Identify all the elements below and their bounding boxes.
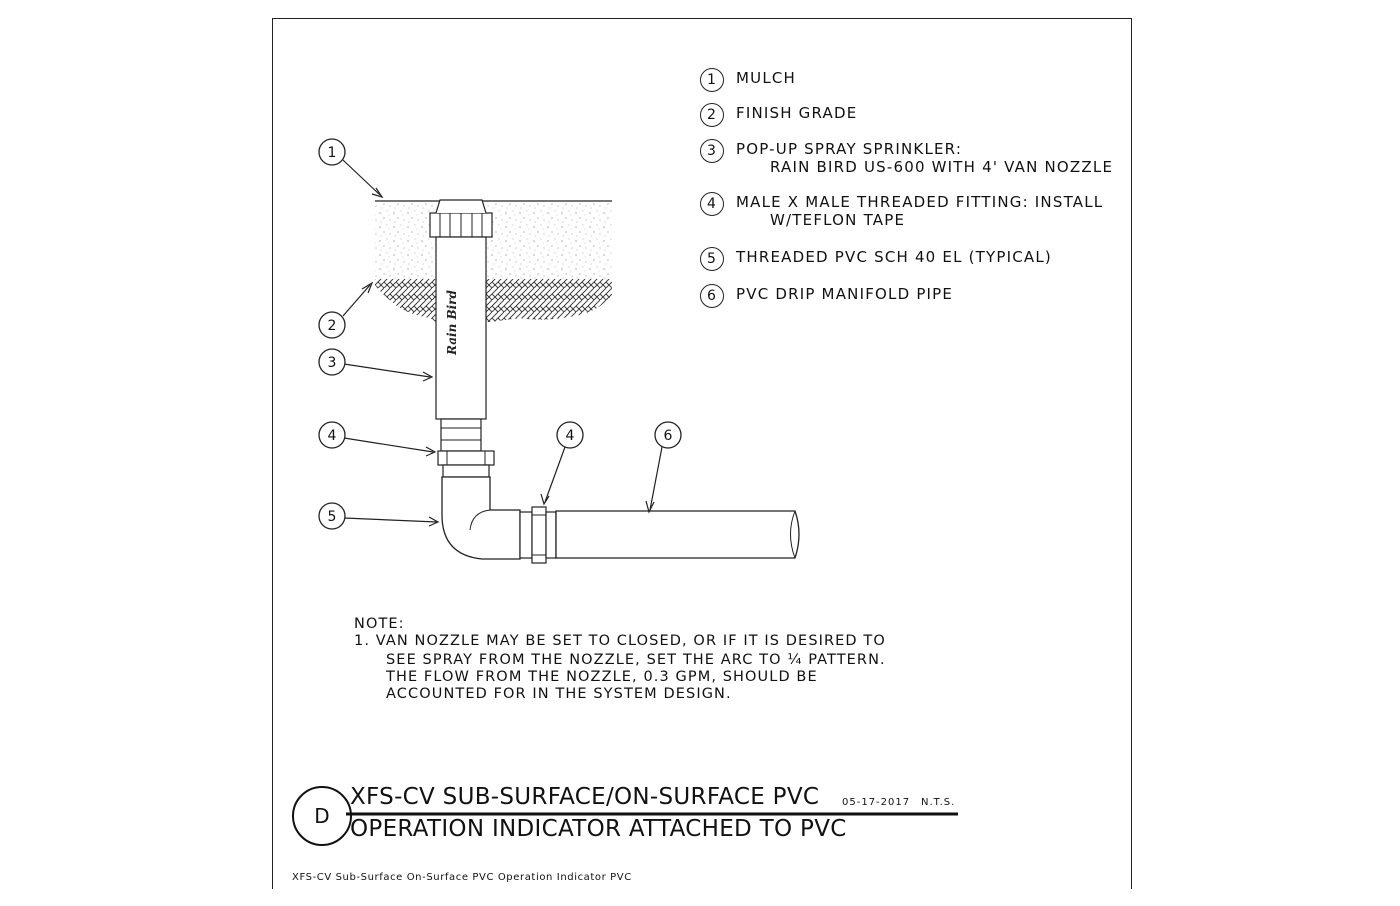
legend-text-continued: RAIN BIRD US-600 WITH 4' VAN NOZZLE (770, 158, 1114, 176)
callout-label-3: 3 (328, 355, 337, 371)
legend-item-6: 6 PVC DRIP MANIFOLD PIPE (700, 284, 952, 356)
title-scale: N.T.S. (921, 797, 956, 808)
note-line-1: 1. VAN NOZZLE MAY BE SET TO CLOSED, OR I… (354, 633, 886, 649)
callout-circle-4b (556, 421, 584, 449)
note-line-2: SEE SPRAY FROM THE NOZZLE, SET THE ARC T… (386, 652, 886, 668)
legend-text: MULCH (736, 69, 797, 87)
detail-letter-circle: D (292, 786, 352, 846)
legend-text: FINISH GRADE (736, 104, 858, 122)
callout-circle-6 (654, 421, 682, 449)
legend-number: 6 (700, 284, 724, 308)
callout-label-2: 2 (328, 318, 337, 334)
pop-up-sprinkler (429, 199, 493, 452)
callout-label-6: 6 (664, 428, 673, 444)
legend-item-3: 3 POP-UP SPRAY SPRINKLER: RAIN BIRD US-6… (700, 139, 1112, 229)
callout-label-5: 5 (328, 509, 337, 525)
note-line-3: THE FLOW FROM THE NOZZLE, 0.3 GPM, SHOUL… (386, 669, 818, 685)
title-date: 05-17-2017 (842, 797, 911, 808)
legend-item-4: 4 MALE X MALE THREADED FITTING: INSTALL … (700, 192, 1102, 282)
legend-text: POP-UP SPRAY SPRINKLER: (736, 140, 963, 158)
legend-number: 5 (700, 247, 724, 271)
legend-item-2: 2 FINISH GRADE (700, 103, 856, 175)
leader-lines (342, 159, 663, 527)
legend-number: 4 (700, 192, 724, 216)
callout-circle-1 (318, 138, 346, 166)
callout-circle-2 (318, 311, 346, 339)
horizontal-threaded-fitting (531, 506, 557, 564)
legend-item-5: 5 THREADED PVC SCH 40 EL (TYPICAL) (700, 247, 1051, 319)
legend-text: PVC DRIP MANIFOLD PIPE (736, 285, 954, 303)
callout-label-1: 1 (328, 145, 337, 161)
legend-text-continued: W/TEFLON TAPE (770, 211, 906, 229)
drawing-sheet-border (272, 18, 1132, 889)
note-line-4: ACCOUNTED FOR IN THE SYSTEM DESIGN. (386, 686, 732, 702)
legend-text: MALE X MALE THREADED FITTING: INSTALL (736, 193, 1104, 211)
footer-caption: XFS-CV Sub-Surface On-Surface PVC Operat… (292, 872, 632, 883)
note-heading: NOTE: (354, 616, 405, 632)
brand-mark: Rain Bird (445, 289, 459, 356)
legend-text: THREADED PVC SCH 40 EL (TYPICAL) (736, 248, 1052, 266)
legend-item-1: 1 MULCH (700, 68, 795, 140)
pvc-elbow (441, 476, 533, 560)
callout-label-4a: 4 (328, 428, 337, 444)
legend-number: 3 (700, 139, 724, 163)
title-line-1: XFS-CV SUB-SURFACE/ON-SURFACE PVC (350, 784, 820, 810)
mulch-layer (375, 200, 612, 279)
vertical-threaded-fitting (437, 450, 495, 478)
callout-circle-3 (318, 348, 346, 376)
legend-number: 2 (700, 103, 724, 127)
legend-number: 1 (700, 68, 724, 92)
callout-circle-4a (318, 421, 346, 449)
pvc-manifold-pipe (555, 510, 800, 559)
title-line-2: OPERATION INDICATOR ATTACHED TO PVC (350, 816, 847, 842)
soil-hatch (375, 279, 612, 322)
callout-circle-5 (318, 502, 346, 530)
callout-label-4b: 4 (566, 428, 575, 444)
